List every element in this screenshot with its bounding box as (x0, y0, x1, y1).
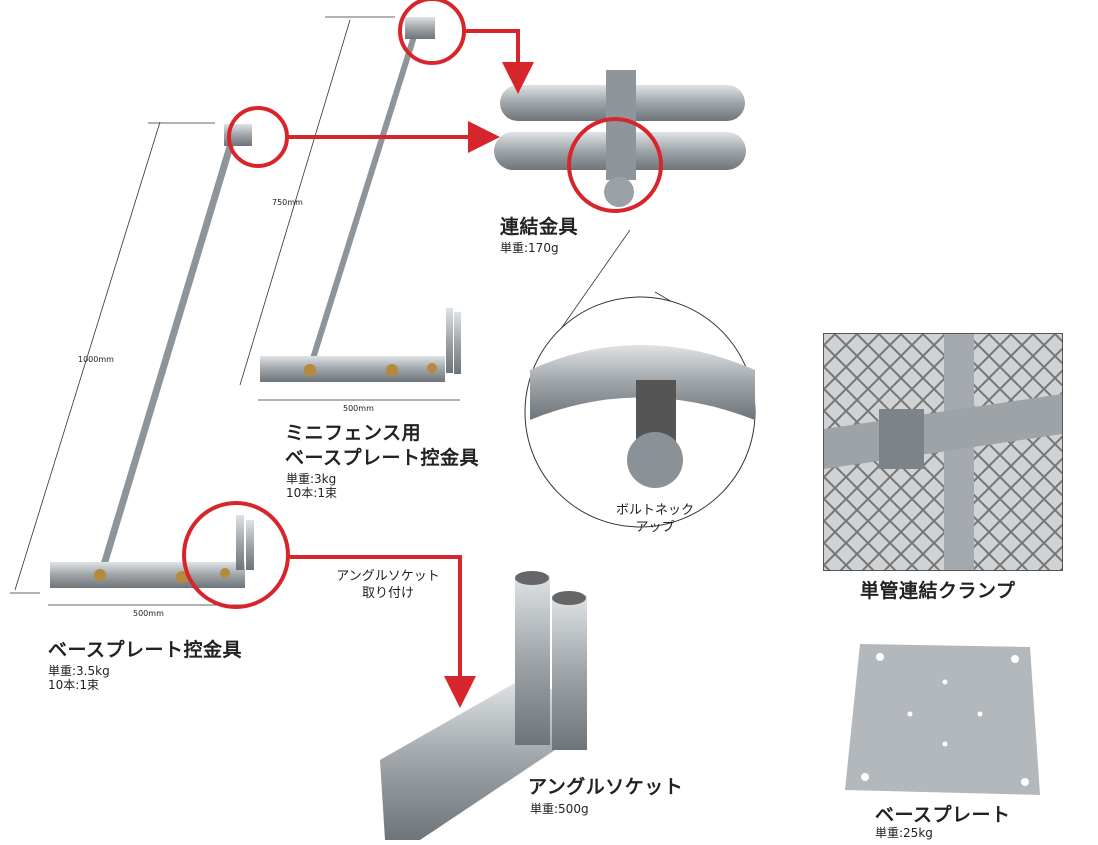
pipe-clamp-title: 単管連結クランプ (860, 580, 1016, 602)
width-dimension-label: 500mm (133, 609, 164, 618)
callouts (182, 0, 663, 708)
mini-brace-image (260, 17, 461, 382)
coupler-image (494, 70, 746, 207)
angle-socket-title: アングルソケット (528, 776, 684, 798)
mini-brace-title-1: ミニフェンス用 (285, 422, 422, 444)
base-plate-weight: 単重:25kg (875, 826, 933, 840)
base-plate-brace-title: ベースプレート控金具 (48, 639, 243, 661)
base-plate-image (845, 644, 1040, 795)
mini-width-dimension-label: 500mm (343, 404, 374, 413)
coupler-title: 連結金具 (500, 216, 579, 238)
mini-brace-bundle: 10本:1束 (286, 486, 337, 500)
angle-socket-callout: アングルソケット取り付け (336, 569, 440, 601)
angle-socket-weight: 単重:500g (530, 802, 589, 816)
base-plate-brace-weight: 単重:3.5kg (48, 664, 110, 678)
coupler-weight: 単重:170g (500, 241, 559, 255)
pipe-clamp-photo (823, 333, 1063, 571)
mini-brace-weight: 単重:3kg (286, 472, 337, 486)
height-dimension-label: 1000mm (78, 355, 114, 364)
height-dimension-line (14, 121, 161, 591)
base-plate-title: ベースプレート (875, 804, 1011, 826)
angle-socket-image (380, 571, 587, 840)
mini-height-dimension-label: 750mm (272, 198, 303, 207)
base-plate-brace-bundle: 10本:1束 (48, 678, 99, 692)
mini-brace-title-2: ベースプレート控金具 (285, 447, 480, 469)
bolt-neck-label: ボルトネックアップ (615, 503, 694, 535)
